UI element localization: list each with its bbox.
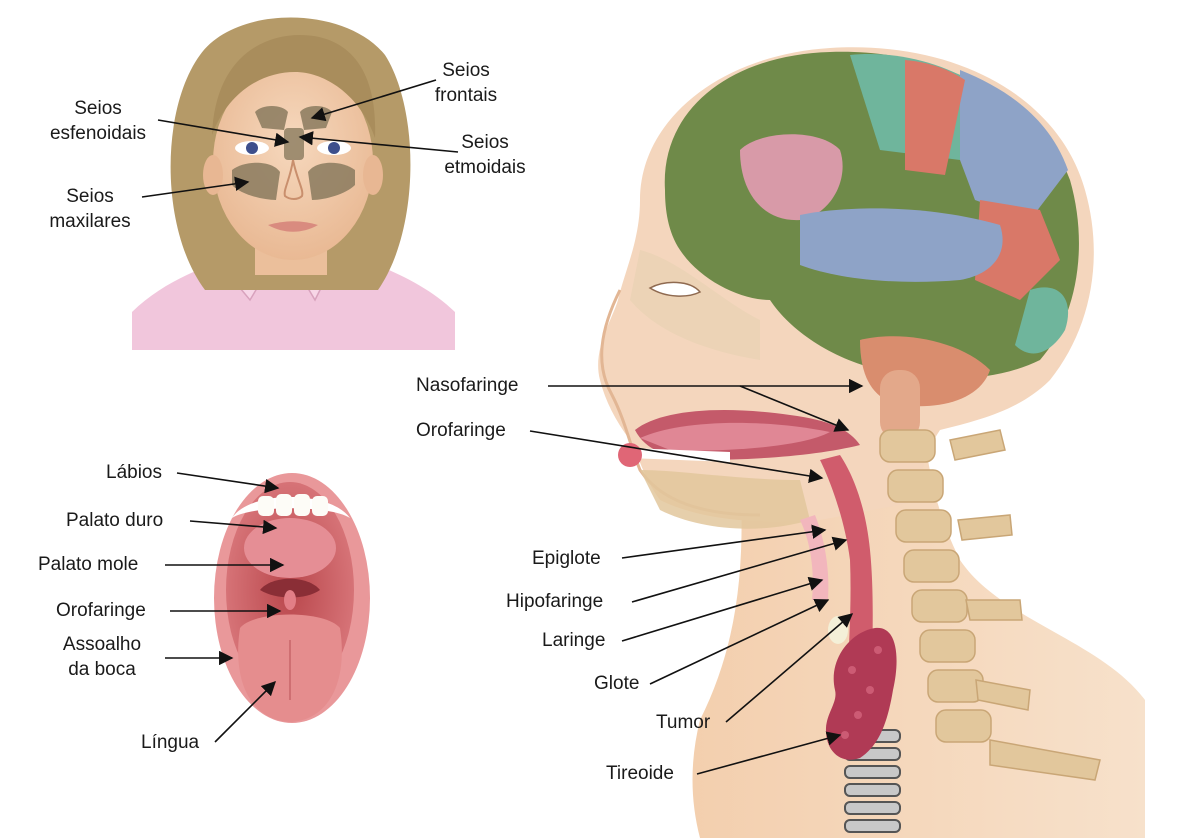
label-soft-palate: Palato mole — [38, 554, 139, 575]
label-thyroid: Tireoide — [606, 763, 674, 784]
label-line: Seios — [442, 60, 490, 81]
label-tumor: Tumor — [656, 712, 711, 733]
label-hypopharynx: Hipofaringe — [506, 591, 604, 612]
label-floor-of-mouth: Assoalho da boca — [50, 632, 154, 682]
label-larynx: Laringe — [542, 630, 606, 651]
label-line: da boca — [68, 659, 136, 680]
label-glottis: Glote — [594, 673, 640, 694]
label-oropharynx-mouth: Orofaringe — [56, 600, 146, 621]
label-nasopharynx: Nasofaringe — [416, 375, 519, 396]
label-sphenoid-sinuses: Seios esfenoidais — [36, 96, 160, 146]
label-epiglottis: Epiglote — [532, 548, 601, 569]
label-maxillary-sinuses: Seios maxilares — [38, 184, 142, 234]
label-hard-palate: Palato duro — [66, 510, 164, 531]
label-line: Seios — [66, 186, 114, 207]
label-lips: Lábios — [106, 462, 162, 483]
label-line: esfenoidais — [49, 123, 147, 144]
label-line: Assoalho — [62, 634, 142, 655]
open-mouth-illustration — [214, 473, 370, 723]
child-face-illustration — [132, 17, 455, 350]
label-line: etmoidais — [444, 157, 526, 178]
label-ethmoid-sinuses: Seios etmoidais — [430, 130, 540, 180]
label-tongue: Língua — [141, 732, 200, 753]
leader-arrows — [141, 79, 864, 775]
label-line: frontais — [434, 85, 498, 106]
label-line: Seios — [461, 132, 509, 153]
head-profile-illustration — [598, 47, 1145, 838]
label-frontal-sinuses: Seios frontais — [424, 58, 508, 108]
label-oropharynx-head: Orofaringe — [416, 420, 506, 441]
label-line: maxilares — [49, 211, 131, 232]
label-line: Seios — [74, 98, 122, 119]
